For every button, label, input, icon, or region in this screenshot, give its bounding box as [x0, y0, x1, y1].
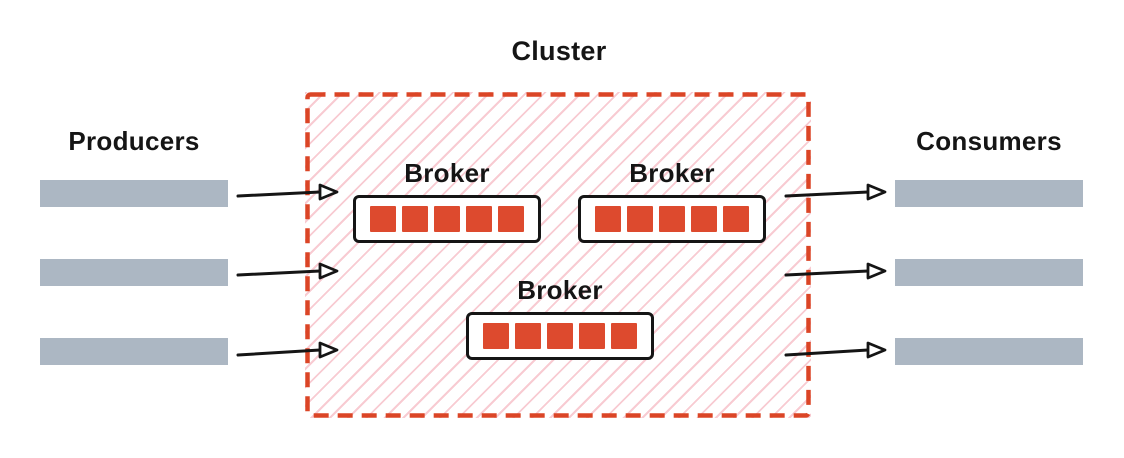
producer-arrow-3	[236, 341, 339, 359]
consumer-arrow-2	[784, 262, 887, 280]
partition-square	[483, 323, 509, 349]
broker-3-label: Broker	[517, 275, 603, 305]
partition-square	[547, 323, 573, 349]
partition-square	[370, 206, 396, 232]
broker-2-box	[578, 195, 766, 243]
producers-label: Producers	[68, 126, 200, 156]
producer-bar	[40, 259, 228, 286]
consumer-bars	[895, 180, 1083, 365]
partition-square	[498, 206, 524, 232]
producer-arrow-1	[236, 183, 339, 201]
partition-square	[659, 206, 685, 232]
broker-2-label: Broker	[629, 158, 715, 188]
partition-square	[691, 206, 717, 232]
partition-square	[434, 206, 460, 232]
broker-3: Broker	[466, 275, 654, 360]
consumer-bar	[895, 338, 1083, 365]
consumer-bar	[895, 259, 1083, 286]
partition-square	[611, 323, 637, 349]
broker-2: Broker	[578, 158, 766, 243]
consumer-arrow-3	[784, 341, 887, 359]
cluster-region	[305, 92, 811, 418]
partition-square	[402, 206, 428, 232]
producer-bar	[40, 338, 228, 365]
broker-1: Broker	[353, 158, 541, 243]
partition-square	[579, 323, 605, 349]
consumers-label: Consumers	[916, 126, 1062, 156]
producer-arrow-2	[236, 262, 339, 280]
partition-square	[466, 206, 492, 232]
producer-bar	[40, 180, 228, 207]
cluster-dashed-border	[305, 92, 811, 418]
producer-bars	[40, 180, 228, 365]
broker-1-label: Broker	[404, 158, 490, 188]
consumer-bar	[895, 180, 1083, 207]
broker-3-box	[466, 312, 654, 360]
partition-square	[515, 323, 541, 349]
partition-square	[723, 206, 749, 232]
cluster-title: Cluster	[511, 36, 607, 66]
broker-1-box	[353, 195, 541, 243]
partition-square	[595, 206, 621, 232]
partition-square	[627, 206, 653, 232]
consumer-arrow-1	[784, 183, 887, 201]
